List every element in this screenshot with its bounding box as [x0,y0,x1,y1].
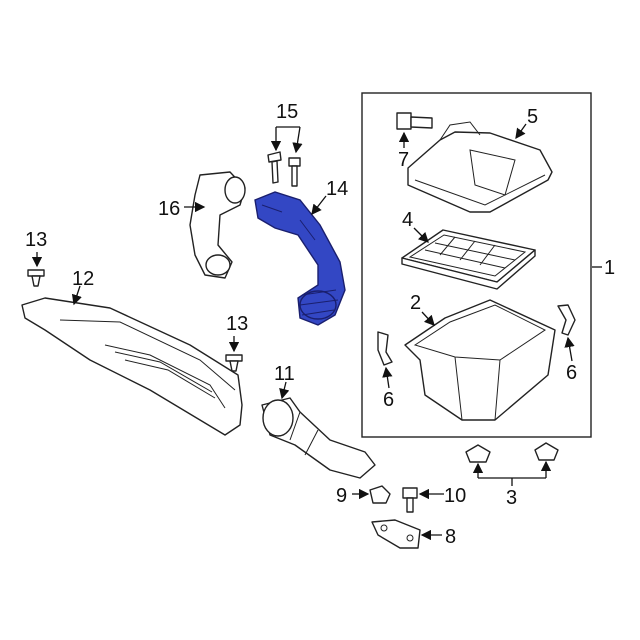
callout-6-right: 6 [566,362,577,384]
part-intake-hose-highlighted[interactable] [254,191,346,326]
callout-7: 7 [398,149,409,171]
part-clip-13a[interactable] [27,269,45,287]
callout-16: 16 [158,198,180,220]
callout-12: 12 [72,268,94,290]
callout-15: 15 [276,101,298,123]
part-air-filter[interactable] [401,229,536,290]
callout-14: 14 [326,178,348,200]
callout-6-left: 6 [383,389,394,411]
callout-13-right: 13 [226,313,248,335]
part-sensor[interactable] [396,112,433,130]
callout-2: 2 [410,292,421,314]
part-air-deflector[interactable] [21,297,243,436]
part-bolt-10[interactable] [402,487,418,513]
part-grommet-right[interactable] [534,442,559,461]
leader-lines [31,123,602,541]
part-bracket-left[interactable] [377,331,393,366]
callout-1: 1 [604,257,615,279]
part-bracket-right[interactable] [557,304,576,336]
callout-3: 3 [506,487,517,509]
part-bolt-15b[interactable] [288,157,301,187]
callout-8: 8 [445,526,456,548]
part-air-box-lower[interactable] [404,299,556,421]
part-inlet-duct[interactable] [261,397,376,479]
assembly-box [361,92,592,438]
part-resonator-duct[interactable] [189,171,246,279]
part-grommet-left[interactable] [465,444,491,463]
callout-11: 11 [274,363,295,385]
part-bolt-15a[interactable] [267,151,282,184]
part-nut[interactable] [369,485,391,504]
callout-10: 10 [444,485,466,507]
callout-4: 4 [402,209,413,231]
callout-9: 9 [336,485,347,507]
part-clip-13b[interactable] [225,354,243,372]
callout-13-left: 13 [25,229,47,251]
part-air-box-cover[interactable] [407,121,553,213]
callout-5: 5 [527,106,538,128]
part-bracket-8[interactable] [371,519,421,549]
